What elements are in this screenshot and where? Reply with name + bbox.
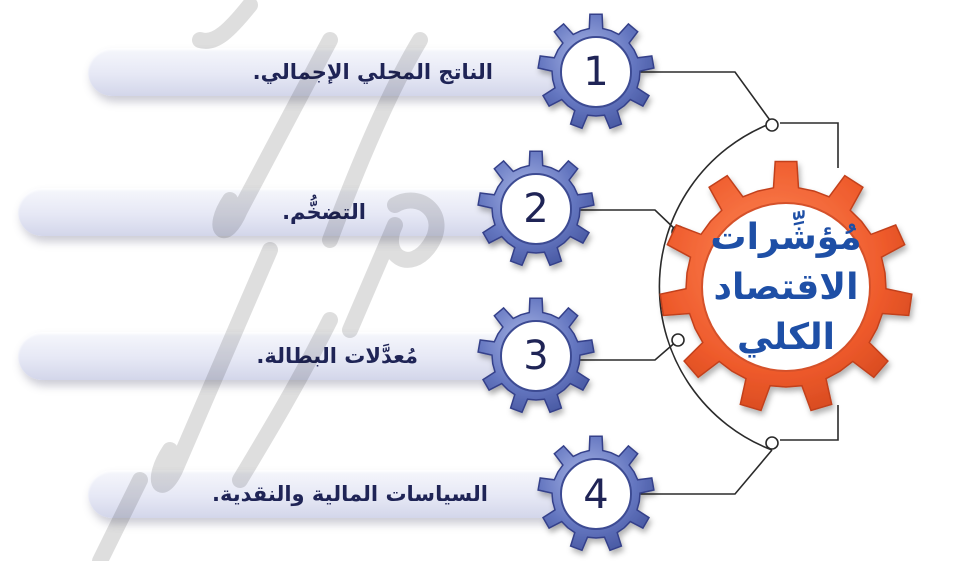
main-title-line-2: الاقتصاد — [713, 267, 859, 308]
item-label-3: مُعدَّلات البطالة. — [256, 344, 418, 368]
item-label-4: السياسات المالية والنقدية. — [212, 482, 488, 506]
main-gear-title: مُؤشِّرات الاقتصاد الكلي — [696, 213, 876, 363]
gear-number-4: 4 — [583, 472, 609, 518]
gear-number-3: 3 — [523, 333, 549, 379]
item-pill-2: التضخُّم. — [18, 188, 546, 236]
main-gear-icon — [659, 160, 913, 412]
gear-icon-1 — [537, 13, 655, 130]
connector-line-4 — [640, 449, 773, 495]
gear-icon-3 — [477, 297, 595, 414]
item-pill-1: الناتج المحلي الإجمالي. — [88, 48, 628, 96]
connector-stub-top — [780, 122, 839, 168]
connector-stub-bottom — [780, 405, 839, 441]
item-pill-3: مُعدَّلات البطالة. — [18, 332, 546, 380]
item-label-2: التضخُّم. — [282, 200, 366, 224]
main-title-line-3: الكلي — [737, 317, 835, 358]
arc-connector — [658, 122, 773, 451]
main-title-line-1: مُؤشِّرات — [710, 217, 862, 258]
gear-icon-4 — [537, 435, 655, 552]
gear-icon-2 — [477, 150, 595, 267]
gear-number-2: 2 — [523, 186, 549, 232]
junction-dot-3 — [671, 333, 685, 347]
gear-number-1: 1 — [583, 49, 609, 95]
item-pill-4: السياسات المالية والنقدية. — [88, 470, 628, 518]
connector-line-2 — [560, 209, 679, 233]
connector-line-3 — [560, 339, 679, 361]
connector-line-1 — [640, 71, 773, 124]
item-label-1: الناتج المحلي الإجمالي. — [252, 60, 493, 84]
junction-dot-1 — [765, 118, 779, 132]
junction-dot-4 — [765, 436, 779, 450]
